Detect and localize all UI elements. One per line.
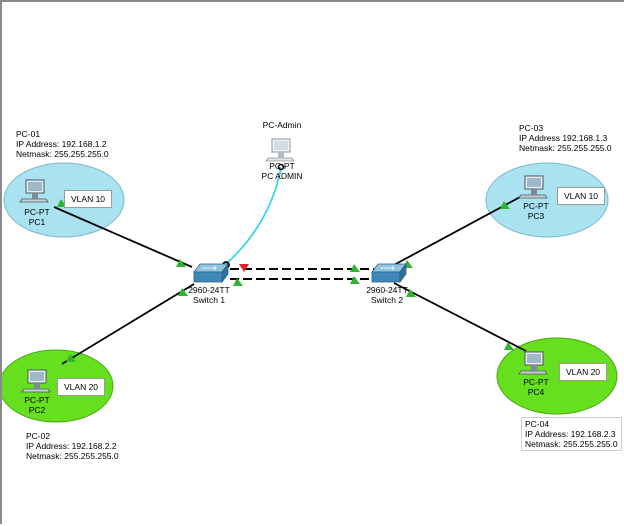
pc01-ip: IP Address: 192.168.1.2: [16, 139, 107, 149]
pc3-icon[interactable]: [518, 175, 548, 199]
switch1-label: 2960-24TT Switch 1: [182, 285, 236, 305]
pc2-model: PC-PT: [24, 395, 50, 405]
vlan10-zone-right: [485, 162, 609, 238]
switch2-name: Switch 2: [370, 295, 404, 305]
port-up-icon: [406, 289, 416, 297]
pc03-info: PC-03 IP Address 192.168.1.3 Netmask: 25…: [519, 123, 612, 153]
pc04-ip: IP Address: 192.168.2.3: [525, 429, 616, 439]
pc1-model: PC-PT: [24, 207, 50, 217]
pc01-title: PC-01: [16, 129, 41, 139]
pc03-netmask: Netmask: 255.255.255.0: [519, 143, 612, 153]
pc04-title: PC-04: [525, 419, 550, 429]
pc04-netmask: Netmask: 255.255.255.0: [525, 439, 618, 449]
pc3-name: PC3: [527, 211, 545, 221]
pc02-title: PC-02: [26, 431, 51, 441]
pc1-label: PC-PT PC1: [17, 207, 57, 227]
pc4-label: PC-PT PC4: [516, 377, 556, 397]
pc3-model: PC-PT: [523, 201, 549, 211]
pc4-name: PC4: [527, 387, 545, 397]
link-switch2-pc3[interactable]: [391, 195, 523, 267]
pc1-vlan-label: VLAN 10: [64, 190, 113, 208]
pc01-info: PC-01 IP Address: 192.168.1.2 Netmask: 2…: [16, 129, 109, 159]
switch2-icon[interactable]: [371, 262, 407, 284]
pc1-name: PC1: [28, 217, 46, 227]
port-up-icon: [178, 288, 188, 296]
switch1-name: Switch 1: [192, 295, 226, 305]
pc-admin-model: PC-PT: [269, 161, 295, 171]
pc02-ip: IP Address: 192.168.2.2: [26, 441, 117, 451]
pc3-vlan-label: VLAN 10: [557, 187, 606, 205]
pc03-ip: IP Address 192.168.1.3: [519, 133, 608, 143]
link-pc1-switch1[interactable]: [53, 206, 193, 268]
pc-admin-name: PC ADMIN: [261, 171, 303, 181]
pc02-info: PC-02 IP Address: 192.168.2.2 Netmask: 2…: [26, 431, 119, 461]
pc04-info: PC-04 IP Address: 192.168.2.3 Netmask: 2…: [521, 417, 622, 451]
port-up-icon: [504, 342, 514, 350]
pc-admin-title: PC-Admin: [262, 120, 302, 130]
switch1-model: 2960-24TT: [188, 285, 230, 295]
port-up-icon: [500, 201, 510, 209]
port-up-icon: [66, 354, 76, 362]
switch2-label: 2960-24TT Switch 2: [360, 285, 414, 305]
pc-admin-icon[interactable]: [265, 138, 295, 162]
port-blocked-icon: [239, 264, 249, 272]
console-port-admin: [277, 163, 285, 171]
link-switch2-pc4[interactable]: [393, 282, 527, 352]
port-up-icon: [233, 278, 243, 286]
pc4-vlan-label: VLAN 20: [559, 363, 608, 381]
pc4-model: PC-PT: [523, 377, 549, 387]
port-status-indicators: [57, 199, 514, 362]
pc2-icon[interactable]: [21, 369, 51, 393]
pc2-vlan-label: VLAN 20: [57, 378, 106, 396]
pc01-netmask: Netmask: 255.255.255.0: [16, 149, 109, 159]
console-link-admin[interactable]: [225, 167, 282, 265]
port-up-icon: [176, 259, 186, 267]
pc1-icon[interactable]: [19, 179, 49, 203]
pc3-label: PC-PT PC3: [516, 201, 556, 221]
port-up-icon: [350, 264, 360, 272]
port-up-icon: [350, 276, 360, 284]
link-pc2-switch1[interactable]: [61, 283, 195, 365]
switch2-model: 2960-24TT: [366, 285, 408, 295]
pc-admin-label: PC-PT PC ADMIN: [252, 161, 312, 181]
pc02-netmask: Netmask: 255.255.255.0: [26, 451, 119, 461]
pc2-name: PC2: [28, 405, 46, 415]
pc4-icon[interactable]: [518, 351, 548, 375]
pc03-title: PC-03: [519, 123, 544, 133]
pc2-label: PC-PT PC2: [17, 395, 57, 415]
switch1-icon[interactable]: [193, 262, 229, 284]
